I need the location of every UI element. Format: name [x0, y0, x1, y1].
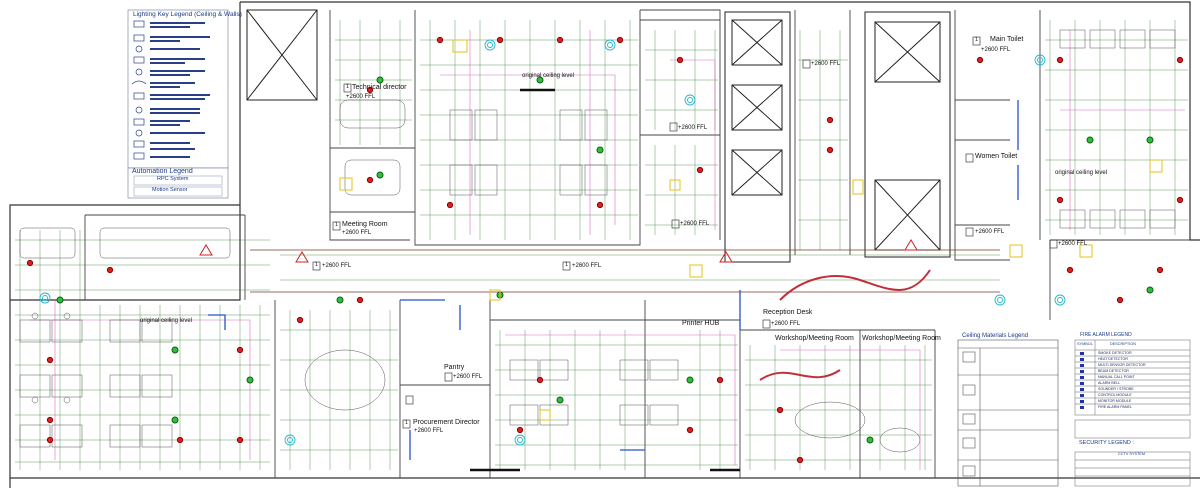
tag-number: 1	[335, 222, 339, 228]
automation-item-rpc: RPC System	[157, 176, 189, 182]
furniture	[19, 29, 1176, 453]
reception-feature	[759, 269, 931, 381]
outer-walls	[9, 1, 1200, 488]
room-label-women-toilet: Women Toilet	[975, 153, 1018, 160]
room-tags	[312, 36, 1058, 429]
ffl-label: +2600 FFL	[342, 230, 372, 236]
room-label-procurement: Procurement Director	[413, 419, 480, 426]
fire-item: SMOKE DETECTOR	[1098, 351, 1132, 355]
exit-markers	[199, 239, 918, 263]
ffl-label: +2600 FFL	[346, 94, 376, 100]
fire-item: BEAM DETECTOR	[1098, 369, 1129, 373]
ceiling-level-label: original ceiling level	[522, 73, 575, 79]
room-label-main-toilet: Main Toilet	[990, 36, 1024, 43]
ffl-label: +2600 FFL	[572, 263, 602, 269]
fire-item: HEAT DETECTOR	[1098, 357, 1128, 361]
ffl-label: +2600 FFL	[680, 221, 710, 227]
room-label-meeting-room: Meeting Room	[342, 221, 388, 228]
corridor	[250, 249, 1000, 293]
light-fixtures	[26, 36, 1184, 464]
room-label-workshop-1: Workshop/Meeting Room	[775, 335, 854, 342]
fire-item: SOUNDER / STROBE	[1098, 387, 1134, 391]
ffl-label: +2600 FFL	[811, 61, 841, 67]
fire-item: CONTROL MODULE	[1098, 393, 1132, 397]
room-label-printer: Printer HUB	[682, 320, 720, 327]
automation-item-motion: Motion Sensor	[152, 187, 188, 193]
fire-item: MULTI-SENSOR DETECTOR	[1098, 363, 1146, 367]
tag-number: 1	[405, 420, 409, 426]
service-lines	[30, 30, 1185, 470]
fire-alarm-table	[1074, 339, 1191, 487]
fire-alarm-symbols	[1080, 352, 1084, 409]
fire-legend-title: FIRE ALARM LEGEND	[1080, 332, 1132, 338]
fire-item: MONITOR MODULE	[1098, 399, 1132, 403]
tag-number: 1	[565, 262, 569, 268]
fire-legend-col-description: DESCRIPTION	[1110, 342, 1136, 346]
interior-walls	[84, 9, 1190, 478]
room-label-reception: Reception Desk	[763, 309, 813, 316]
ffl-label: +2600 FFL	[453, 374, 483, 380]
ffl-label: +2600 FFL	[1058, 241, 1088, 247]
ffl-label: +2600 FFL	[322, 263, 352, 269]
automation-legend-box	[127, 167, 229, 199]
tag-number: 1	[346, 84, 350, 90]
blue-lines	[208, 100, 1019, 460]
tag-number: 1	[315, 262, 319, 268]
automation-legend-title: Automation Legend	[132, 168, 193, 175]
ceiling-bars	[470, 88, 740, 472]
ffl-label: +2600 FFL	[975, 229, 1005, 235]
security-legend-subtitle: CCTV SYSTEM	[1118, 452, 1146, 456]
ceiling-level-label: original ceiling level	[140, 318, 193, 324]
ffl-label: +2600 FFL	[771, 321, 801, 327]
tag-number: 1	[975, 37, 979, 43]
security-legend-title: SECURITY LEGEND :	[1079, 440, 1134, 446]
room-label-technical-director: Technical director	[352, 84, 407, 91]
room-label-workshop-2: Workshop/Meeting Room	[862, 335, 941, 342]
fire-legend-col-symbol: SYMBOL	[1077, 342, 1093, 346]
access-points	[339, 39, 1163, 421]
ffl-label: +2600 FFL	[981, 47, 1011, 53]
fire-item: FIRE ALARM PANEL	[1098, 405, 1132, 409]
fire-item: ALARM BELL	[1098, 381, 1121, 385]
room-label-pantry: Pantry	[444, 364, 465, 371]
sensors	[56, 76, 1154, 444]
ffl-label: +2600 FFL	[414, 428, 444, 434]
ceiling-materials-table	[957, 339, 1059, 487]
speakers	[39, 39, 1066, 446]
lighting-legend-box	[127, 9, 229, 169]
ceiling-level-label: original ceiling level	[1055, 170, 1108, 176]
lighting-legend-title: Lighting Key Legend (Ceiling & Walls)	[133, 11, 242, 18]
lift-shafts	[246, 9, 951, 263]
ceiling-legend-title: Ceiling Materials Legend	[962, 333, 1029, 339]
fire-item: MANUAL CALL POINT	[1098, 375, 1135, 379]
ffl-label: +2600 FFL	[678, 125, 708, 131]
